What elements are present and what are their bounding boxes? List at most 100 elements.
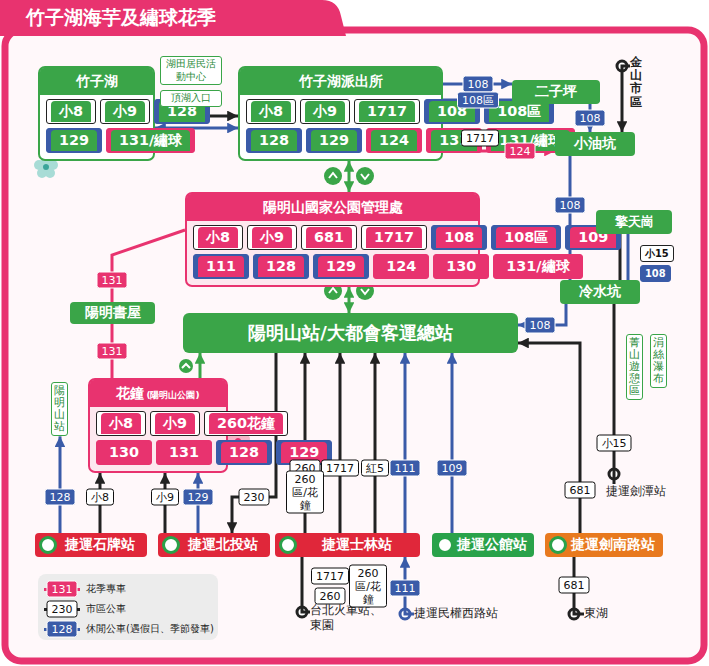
route-number: 129 bbox=[183, 489, 214, 506]
route-number: 131 bbox=[97, 343, 128, 360]
node-text: 小油坑 bbox=[574, 135, 616, 153]
node-heading: 台北火車站、東園 bbox=[310, 603, 384, 633]
node-text: 108 bbox=[645, 267, 666, 280]
terminal-stop: 金山市區 bbox=[630, 56, 642, 109]
node-heading: 小9 bbox=[305, 101, 345, 122]
route-badge: 111 bbox=[193, 254, 249, 279]
route-badge: 128 bbox=[216, 440, 272, 465]
metro-station: 捷運公館站 bbox=[432, 533, 534, 557]
node-heading: 小9 bbox=[105, 101, 145, 122]
route-line bbox=[302, 557, 310, 612]
node-heading: 131 bbox=[161, 442, 207, 463]
legend-text: 休閒公車(遇假日、季節發車) bbox=[86, 622, 214, 636]
route-number: 230 bbox=[47, 601, 78, 618]
node-text: 花鐘 bbox=[116, 384, 144, 403]
node-text: 129 bbox=[319, 134, 349, 147]
node-heading: 冷水坑 bbox=[579, 283, 621, 301]
node-text: 捷運劍潭站 bbox=[606, 484, 682, 499]
node-heading: 小油坑 bbox=[574, 135, 616, 153]
route-badge: 小8 bbox=[246, 99, 296, 124]
route-badge: 小9 bbox=[247, 225, 297, 250]
title-tab bbox=[0, 0, 346, 36]
node-heading: 1717 bbox=[359, 101, 415, 122]
node-text: 小15 bbox=[645, 247, 669, 260]
route-number: 1717 bbox=[321, 460, 359, 477]
node-heading: 124 bbox=[378, 256, 424, 277]
node-text: 捷運北投站 bbox=[188, 536, 258, 554]
node-text: 681 bbox=[314, 231, 344, 244]
node-heading: 竹子湖 bbox=[40, 68, 153, 95]
terminal-stop: 捷運劍潭站 bbox=[606, 484, 682, 499]
node-text: 128 bbox=[167, 105, 197, 118]
node-text: 131/繡球 bbox=[506, 260, 569, 273]
node-heading: 陽明山國家公園管理處 bbox=[187, 194, 478, 221]
node-text: 108區 bbox=[497, 105, 541, 118]
node-text: 竹子湖派出所 bbox=[248, 72, 433, 91]
route-number: 109 bbox=[437, 460, 468, 477]
node-heading: 108 bbox=[436, 227, 482, 248]
node-heading: 頂湖入口 bbox=[163, 92, 219, 105]
route-number: 小15 bbox=[597, 435, 632, 452]
node-text: 小9 bbox=[313, 105, 337, 118]
route-badge: 681 bbox=[301, 225, 357, 250]
node-heading: 捷運劍南路站 bbox=[571, 536, 655, 554]
node-heading: 131/繡球 bbox=[498, 256, 577, 277]
route-number: 131 bbox=[47, 581, 78, 598]
route-number: 128 bbox=[45, 489, 76, 506]
node-text: 128 bbox=[229, 446, 259, 459]
node-text: (陽明山公園) bbox=[146, 389, 199, 402]
route-badge: 108 bbox=[640, 265, 671, 282]
legend-text: 市區公車 bbox=[86, 602, 126, 616]
node-heading: 二子坪 bbox=[535, 83, 577, 101]
stop-box: 竹子湖小8小9128129131/繡球 bbox=[38, 66, 155, 161]
node-heading: 捷運石牌站 bbox=[65, 536, 135, 554]
node-heading: 129 bbox=[318, 256, 364, 277]
stop-box: 陽明山站/大都會客運總站 bbox=[183, 313, 518, 353]
stop-tag: 涓絲瀑布 bbox=[650, 334, 667, 388]
node-heading: 108 bbox=[645, 267, 666, 280]
node-text: 涓絲瀑布 bbox=[653, 337, 664, 385]
route-badge: 小8 bbox=[96, 411, 146, 436]
map-title: 竹子湖海芋及繡球花季 bbox=[26, 5, 216, 31]
route-number: 230 bbox=[239, 489, 270, 506]
node-heading: 小8 bbox=[251, 101, 291, 122]
stop-tag: 湖田居民活動中心 bbox=[160, 56, 222, 85]
node-heading: 681 bbox=[306, 227, 352, 248]
badge-row: 小8小91717108108區 bbox=[246, 99, 435, 124]
stop-box: 花鐘(陽明山公園)小8小9260花鐘130131128129 bbox=[88, 378, 228, 473]
badge-area: 小8小91717108108區128129124131131/繡球 bbox=[240, 99, 441, 159]
node-text: 東湖 bbox=[584, 606, 624, 621]
route-number: 108 bbox=[463, 76, 494, 93]
node-text: 129 bbox=[59, 134, 89, 147]
node-heading: 涓絲瀑布 bbox=[653, 337, 664, 385]
node-text: 菁山遊憩區 bbox=[629, 337, 640, 397]
route-number: 111 bbox=[390, 460, 421, 477]
route-number: 1717 bbox=[461, 130, 499, 147]
route-badge: 260花鐘 bbox=[204, 411, 288, 436]
route-line bbox=[374, 353, 377, 533]
route-line bbox=[518, 343, 580, 533]
route-badge: 108區 bbox=[491, 225, 561, 250]
route-line bbox=[339, 353, 342, 533]
terminal-stop: 捷運民權西路站 bbox=[414, 606, 514, 621]
node-text: 小9 bbox=[260, 231, 284, 244]
node-text: 陽明山站 bbox=[54, 385, 65, 433]
route-badge: 小9 bbox=[150, 411, 200, 436]
node-text: 台北火車站、東園 bbox=[310, 603, 384, 633]
stop-box: 擎天崗小15108 bbox=[596, 210, 672, 234]
node-heading: 260花鐘 bbox=[209, 413, 283, 434]
metro-station: 捷運石牌站 bbox=[35, 533, 147, 557]
stop-tag: 陽明山站 bbox=[51, 382, 68, 436]
node-text: 冷水坑 bbox=[579, 283, 621, 301]
node-text: 捷運公館站 bbox=[457, 536, 527, 554]
badge-row: 128129124131131/繡球 bbox=[246, 128, 435, 153]
route-number: 紅5 bbox=[361, 460, 389, 477]
route-line bbox=[112, 230, 185, 302]
node-heading: 130 bbox=[101, 442, 147, 463]
route-number: 108 bbox=[575, 110, 606, 127]
node-heading: 陽明書屋 bbox=[85, 304, 141, 322]
node-heading: 捷運北投站 bbox=[188, 536, 258, 554]
route-badge: 129 bbox=[306, 128, 362, 153]
metro-logo bbox=[549, 536, 567, 554]
